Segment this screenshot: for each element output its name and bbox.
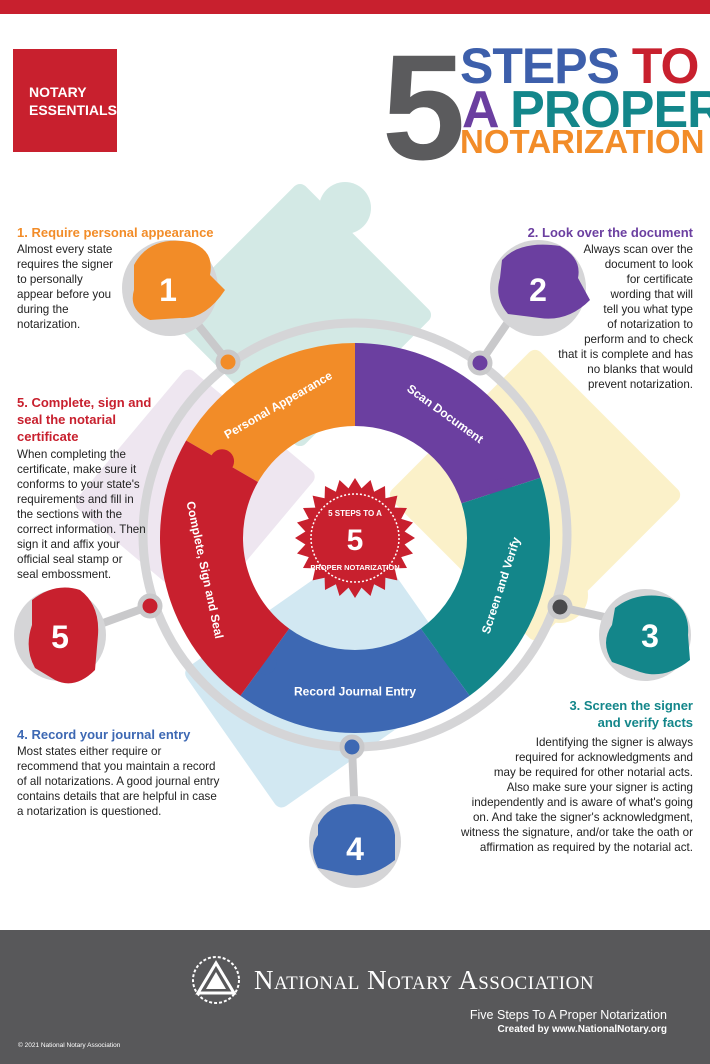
center-seal: 5 STEPS TO A 5 PROPER NOTARIZATION: [295, 478, 415, 598]
wheel-segment-4: [240, 628, 470, 733]
title-to: TO: [631, 38, 700, 94]
title-a: A: [462, 81, 498, 139]
footer-credit[interactable]: Created by www.NationalNotary.org: [497, 1024, 667, 1035]
badge-piece-4: [313, 804, 395, 876]
wheel-segment-3: [420, 477, 550, 696]
badge-number-5: 5: [51, 619, 69, 655]
badge-piece-2: [498, 244, 590, 319]
badge-piece-1: [132, 240, 225, 320]
wheel-tab-5: [210, 449, 235, 474]
wheel-label-4: Record Journal Entry: [294, 685, 416, 699]
wheel-segment-2: [355, 343, 541, 504]
title-number: 5: [382, 23, 465, 191]
seal-number: 5: [347, 524, 364, 557]
seal-bottom-text: PROPER NOTARIZATION: [310, 563, 399, 572]
title-proper: PROPER: [510, 81, 710, 139]
badge-number-1: 1: [159, 272, 177, 308]
logo-line2: ESSENTIALS: [29, 101, 117, 118]
seal-starburst: [295, 478, 415, 598]
footer: [0, 930, 710, 1064]
step1-heading: 1. Require personal appearance: [17, 225, 214, 240]
logo-line1: NOTARY: [29, 83, 87, 100]
dot-1: [215, 349, 241, 375]
seal-top-text: 5 STEPS TO A: [328, 509, 382, 518]
badge-piece-5: [28, 587, 99, 684]
badge-number-2: 2: [529, 272, 547, 308]
footer-tagline: Five Steps To A Proper Notarization: [469, 1008, 667, 1022]
step4-heading: 4. Record your journal entry: [17, 727, 191, 742]
dot-4: [339, 734, 365, 760]
top-accent-bar: [0, 0, 710, 14]
title-line2: A PROPER: [462, 84, 710, 136]
notary-essentials-logo: NOTARY ESSENTIALS: [13, 49, 117, 152]
title-line1: STEPS TO: [460, 38, 700, 94]
wheel-segment-1: [186, 343, 355, 482]
step2-heading: 2. Look over the document: [527, 225, 693, 240]
dot-2: [467, 350, 493, 376]
copyright: © 2021 National Notary Association: [18, 1042, 121, 1049]
title-notarization: NOTARIZATION: [460, 123, 705, 160]
dot-3: [547, 594, 573, 620]
badge-number-3: 3: [641, 618, 659, 654]
dot-5: [137, 593, 163, 619]
badge-number-4: 4: [346, 831, 364, 867]
nna-seal-icon: [192, 956, 240, 1004]
badge-piece-3: [606, 595, 690, 675]
title-steps: STEPS: [460, 38, 620, 94]
nna-name: National Notary Association: [254, 965, 595, 995]
wheel-segment-5: [159, 440, 290, 696]
